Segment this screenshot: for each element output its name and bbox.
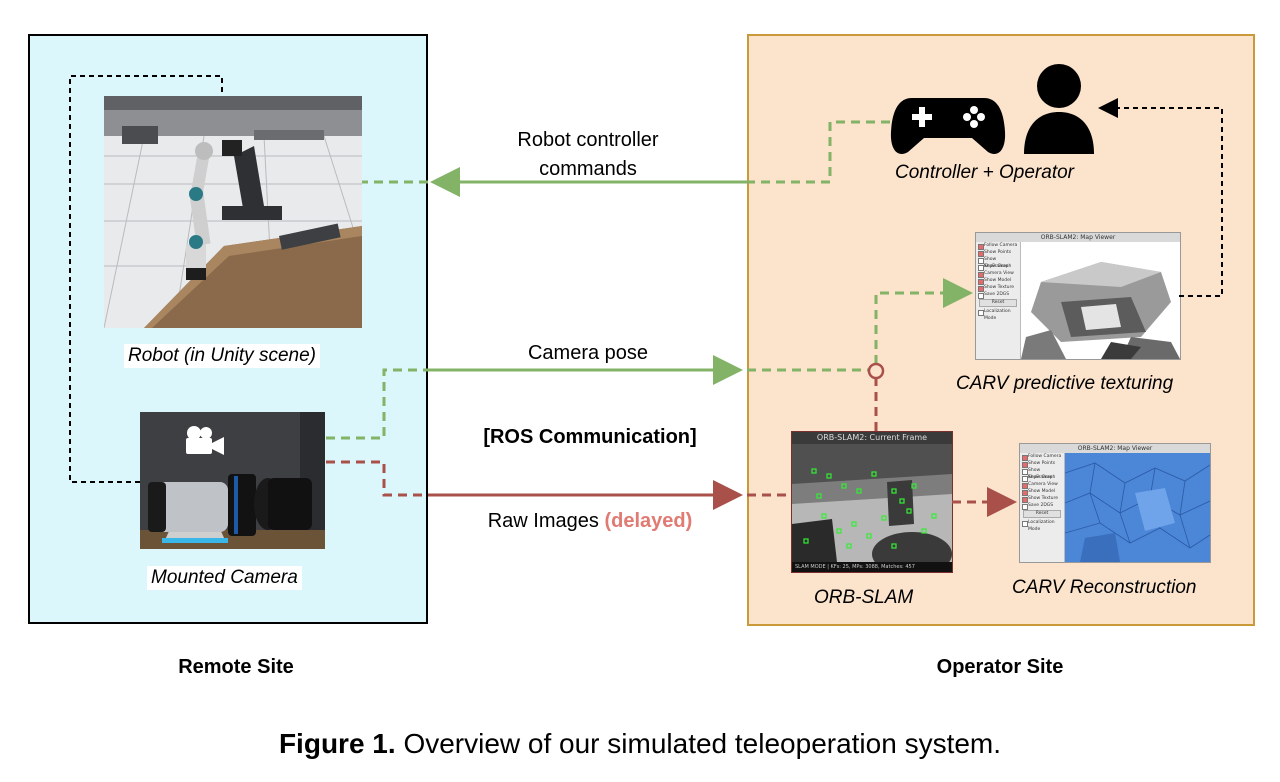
reset-button[interactable]: Reset <box>1023 510 1061 518</box>
menu-item[interactable]: Show KeyFrames <box>976 256 1020 269</box>
mounted-camera-image <box>140 412 325 549</box>
orbslam-window: ORB-SLAM2: Current Frame SLAM MODE | KFs… <box>791 431 953 573</box>
menu-item[interactable]: Show Texture <box>976 284 1020 292</box>
raw-images-label: Raw Images (delayed) <box>440 510 740 533</box>
map-viewer-menu: Follow Camera Show Points Show KeyFrames… <box>976 242 1021 359</box>
map-viewer-title: ORB-SLAM2: Map Viewer <box>976 233 1180 242</box>
menu-item[interactable]: Camera View <box>1020 481 1064 489</box>
texture-render <box>1021 242 1180 359</box>
menu-item[interactable]: Follow Camera <box>1020 453 1064 461</box>
ros-communication-label: [ROS Communication] <box>483 426 697 448</box>
figure-caption-text: Overview of our simulated teleoperation … <box>403 728 1002 759</box>
controller-operator-caption: Controller + Operator <box>895 162 1074 183</box>
menu-item[interactable]: Follow Camera <box>976 242 1020 250</box>
camera-caption: Mounted Camera <box>147 566 302 590</box>
menu-item[interactable]: Save 2DGS <box>1020 502 1064 510</box>
menu-item[interactable]: Show KeyFrames <box>1020 467 1064 480</box>
camera-icon <box>186 426 224 455</box>
robot-commands-label: Robot controller commands <box>517 129 659 180</box>
menu-item[interactable]: Show Points <box>976 249 1020 257</box>
carv-reconstruction-window: ORB-SLAM2: Map Viewer Follow Camera Show… <box>1019 443 1211 563</box>
menu-item[interactable]: Localization Mode <box>976 308 1020 321</box>
delayed-text: (delayed) <box>604 510 693 532</box>
menu-item[interactable]: Show Model <box>1020 488 1064 496</box>
reconstruction-mesh <box>1065 453 1210 562</box>
gamepad-icon <box>890 98 1006 154</box>
carv-texturing-caption: CARV predictive texturing <box>956 373 1174 394</box>
menu-item[interactable]: Camera View <box>976 270 1020 278</box>
camera-pose-label: Camera pose <box>527 342 649 364</box>
recon-window-title: ORB-SLAM2: Map Viewer <box>1020 444 1210 453</box>
orbslam-status-bar: SLAM MODE | KFs: 25, MPs: 3088, Matches:… <box>792 562 952 572</box>
robot-unity-scene-image <box>104 96 362 328</box>
operator-site-label: Operator Site <box>936 656 1064 678</box>
figure-caption: Figure 1. Overview of our simulated tele… <box>0 728 1280 760</box>
raw-images-text: Raw Images <box>487 510 599 532</box>
reset-button[interactable]: Reset <box>979 299 1017 307</box>
menu-item[interactable]: Show Model <box>976 277 1020 285</box>
robot-caption: Robot (in Unity scene) <box>124 344 320 368</box>
menu-item[interactable]: Show Graph <box>976 263 1020 271</box>
menu-item[interactable]: Show Texture <box>1020 495 1064 503</box>
carv-texturing-window: ORB-SLAM2: Map Viewer Follow Camera Show… <box>975 232 1181 360</box>
remote-site-label: Remote Site <box>178 656 294 678</box>
orbslam-frame <box>792 444 952 562</box>
menu-item[interactable]: Localization Mode <box>1020 519 1064 532</box>
recon-window-menu: Follow Camera Show Points Show KeyFrames… <box>1020 453 1065 562</box>
carv-reconstruction-caption: CARV Reconstruction <box>1012 577 1197 598</box>
person-icon <box>1024 64 1094 154</box>
orbslam-window-title: ORB-SLAM2: Current Frame <box>792 432 952 444</box>
menu-item[interactable]: Save 2DGS <box>976 291 1020 299</box>
menu-item[interactable]: Show Points <box>1020 460 1064 468</box>
menu-item[interactable]: Show Graph <box>1020 474 1064 482</box>
figure-number: Figure 1. <box>278 728 396 759</box>
orbslam-caption: ORB-SLAM <box>814 587 914 608</box>
